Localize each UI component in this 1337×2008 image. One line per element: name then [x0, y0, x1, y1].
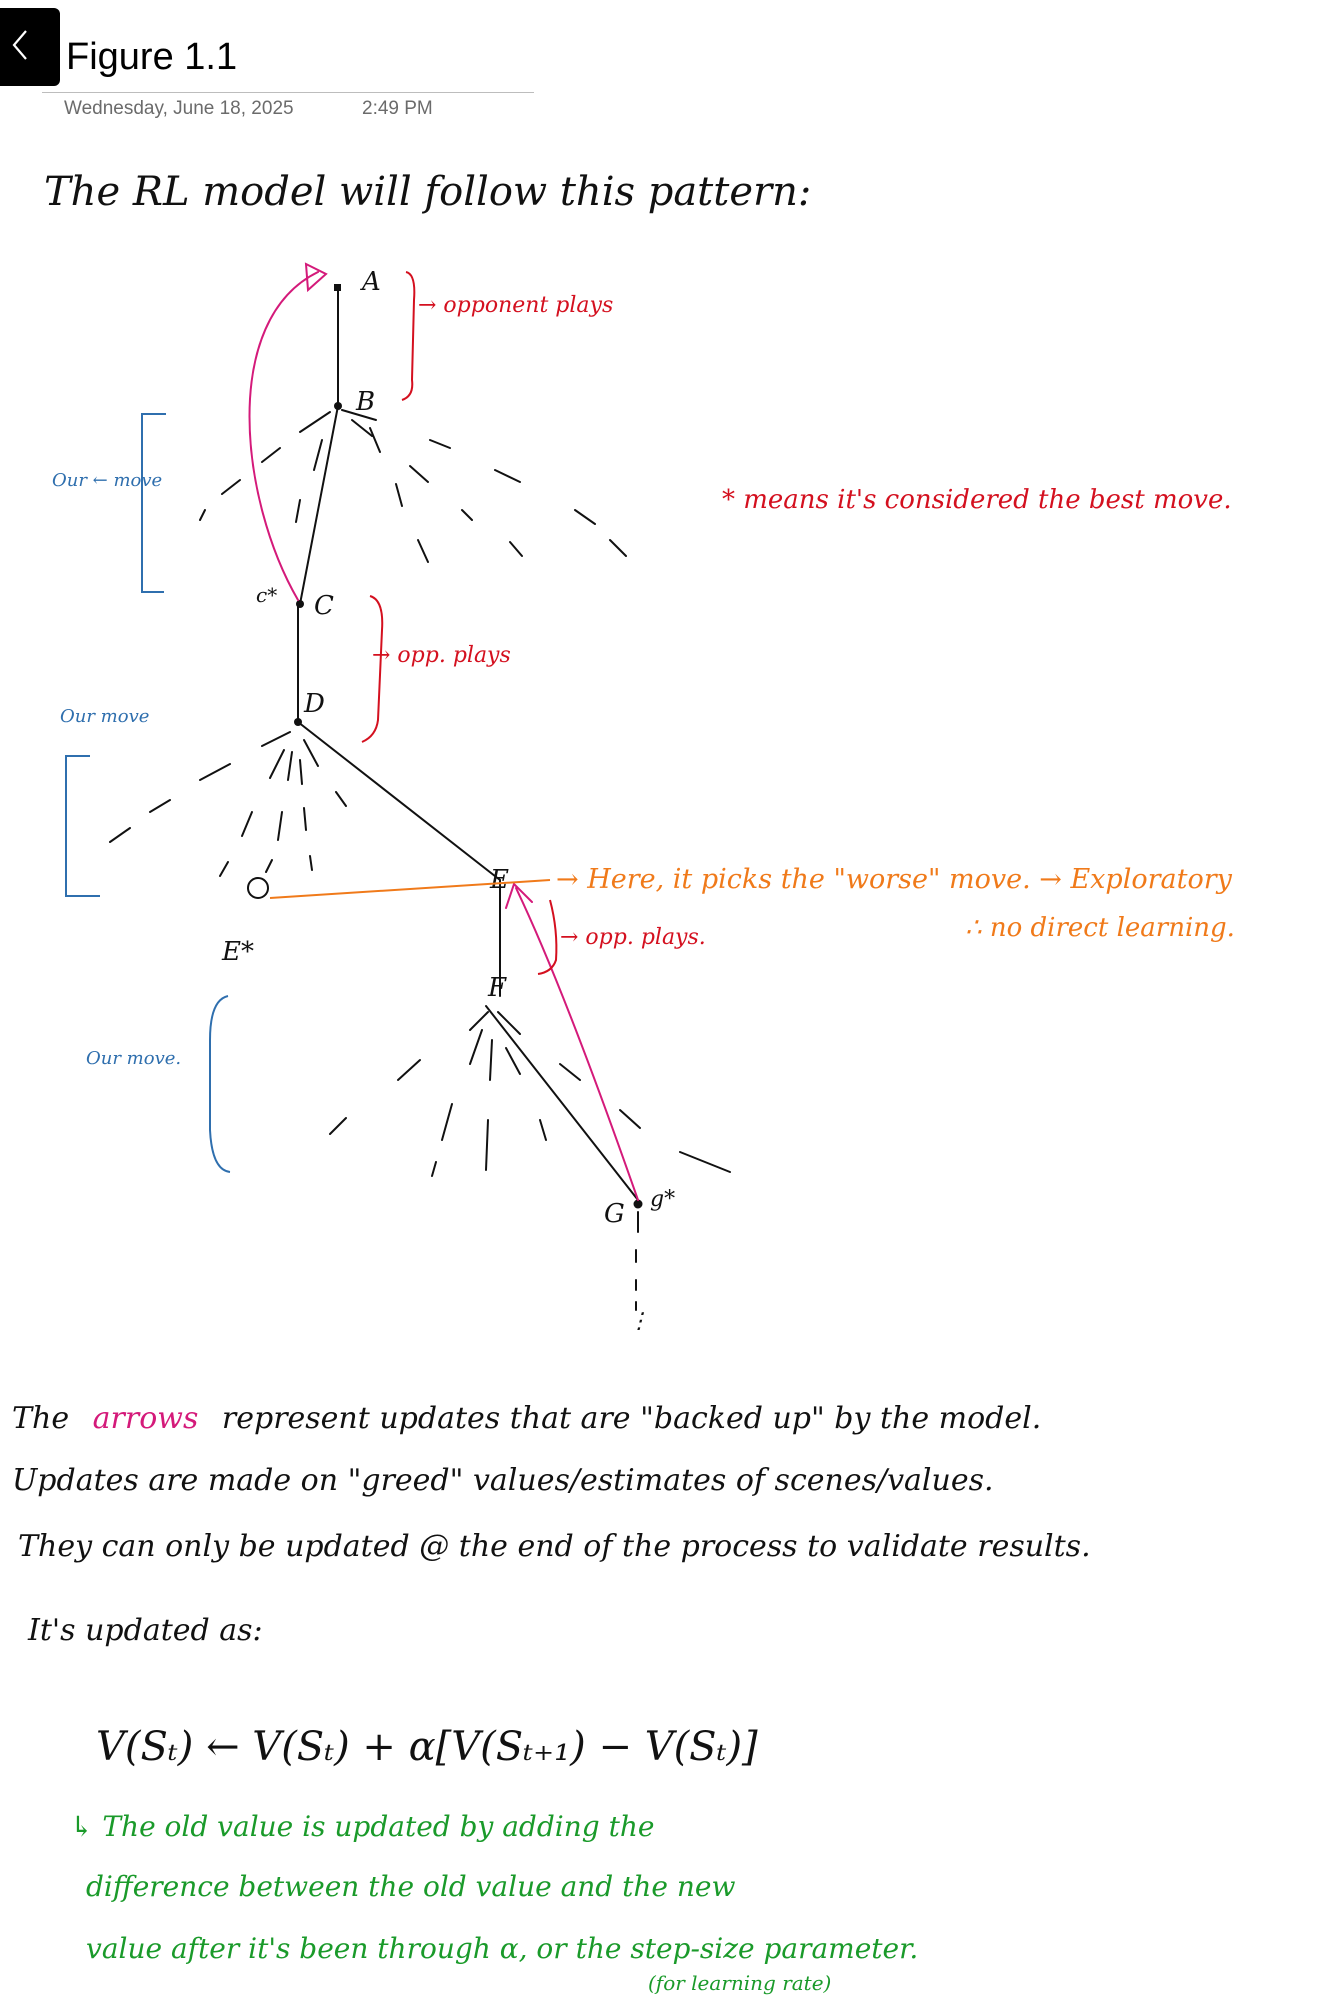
- alt-g-cont: [635, 1211, 639, 1311]
- title-divider: [42, 92, 534, 93]
- our-move-brackets: [65, 413, 231, 1173]
- arrow-g-to-e-head: [505, 882, 533, 909]
- alt-d-1: [109, 731, 291, 843]
- game-tree: [109, 285, 731, 1311]
- alt-d-4: [299, 759, 313, 871]
- annotation-worse-move: → Here, it picks the "worse" move. → Exp…: [556, 864, 1233, 895]
- alt-f-4: [497, 1011, 731, 1173]
- explanation-line-4: (for learning rate): [648, 1971, 831, 1995]
- label-node-g-star: g*: [650, 1187, 675, 1212]
- edge-f-g: [485, 1005, 639, 1201]
- alt-f-3: [485, 1039, 493, 1171]
- label-node-d: D: [303, 689, 325, 719]
- arrow-g-to-e: [515, 887, 639, 1201]
- annotation-opponent-plays-1: → opponent plays: [418, 293, 613, 318]
- update-formula: V(Sₜ) ← V(Sₜ) + α[V(Sₜ₊₁) − V(Sₜ)]: [96, 1724, 758, 1770]
- explanation-line-3: value after it's been through α, or the …: [86, 1932, 918, 1965]
- note-heading: The RL model will follow this pattern:: [44, 169, 811, 215]
- node-b: [334, 402, 342, 410]
- bracket-opponent-3: [537, 899, 558, 975]
- alt-d-3: [265, 751, 293, 873]
- label-node-g: G: [604, 1199, 625, 1229]
- alt-b-3: [369, 427, 429, 563]
- label-node-e: E: [489, 865, 509, 895]
- node-a: [334, 284, 341, 291]
- arrow-c-to-a-head: [304, 262, 328, 293]
- page-title: Figure 1.1: [66, 36, 238, 78]
- bracket-our-move-1: [141, 413, 166, 593]
- label-node-f: F: [487, 973, 507, 1003]
- annotation-star-note: * means it's considered the best move.: [722, 485, 1232, 515]
- backup-arrows: [248, 262, 639, 1201]
- body-line-3: They can only be updated @ the end of th…: [18, 1529, 1091, 1564]
- explanation-line-2: difference between the old value and the…: [86, 1870, 735, 1903]
- bracket-opponent-2: [361, 595, 384, 743]
- annotation-opponent-plays-2: → opp. plays: [372, 643, 511, 668]
- edge-b-c: [299, 405, 339, 605]
- annotation-no-learning: ∴ no direct learning.: [965, 913, 1235, 943]
- tree-nodes: [294, 284, 643, 1209]
- bracket-opponent-1: [401, 271, 416, 401]
- body-line-4: It's updated as:: [27, 1613, 263, 1648]
- label-node-c: C: [314, 591, 334, 621]
- bracket-our-move-2: [65, 755, 100, 897]
- alt-b-2: [295, 439, 323, 523]
- page-time: 2:49 PM: [362, 98, 433, 119]
- opponent-brackets: [361, 271, 558, 975]
- annotation-opponent-plays-3: → opp. plays.: [560, 925, 706, 950]
- bracket-our-move-3: [209, 995, 231, 1173]
- alt-d-2: [219, 749, 285, 877]
- alt-f-1: [329, 1011, 489, 1135]
- node-e-star: [247, 877, 269, 899]
- label-node-e-star: E*: [221, 937, 254, 967]
- arrow-c-to-a: [248, 271, 319, 601]
- page-date: Wednesday, June 18, 2025: [64, 98, 294, 119]
- explanation-line-1: ↳ The old value is updated by adding the: [70, 1810, 654, 1843]
- label-node-c-star: c*: [256, 583, 277, 607]
- node-g: [633, 1199, 643, 1209]
- annotation-our-move-1: Our ← move: [52, 470, 162, 491]
- back-button[interactable]: [0, 8, 60, 86]
- exploratory-line: [269, 879, 551, 899]
- alt-d-5: [303, 739, 347, 807]
- edge-d-e: [297, 721, 501, 881]
- alt-b-1: [199, 411, 331, 521]
- body-line-2: Updates are made on "greed" values/estim…: [12, 1463, 994, 1498]
- label-continuation: ⋮: [628, 1309, 650, 1334]
- alt-f-2: [431, 1029, 483, 1177]
- node-c: [296, 600, 304, 608]
- alt-f-5: [505, 1047, 547, 1141]
- node-d: [294, 718, 302, 726]
- annotation-our-move-2: Our move: [60, 706, 149, 727]
- alt-b-5: [341, 409, 627, 557]
- label-node-b: B: [355, 387, 375, 417]
- chevron-left-icon: [12, 30, 27, 60]
- annotation-our-move-3: Our move.: [86, 1048, 181, 1069]
- body-line-1: The arrows represent updates that are "b…: [12, 1401, 1041, 1436]
- alt-b-4: [351, 419, 523, 557]
- label-node-a: A: [360, 267, 381, 297]
